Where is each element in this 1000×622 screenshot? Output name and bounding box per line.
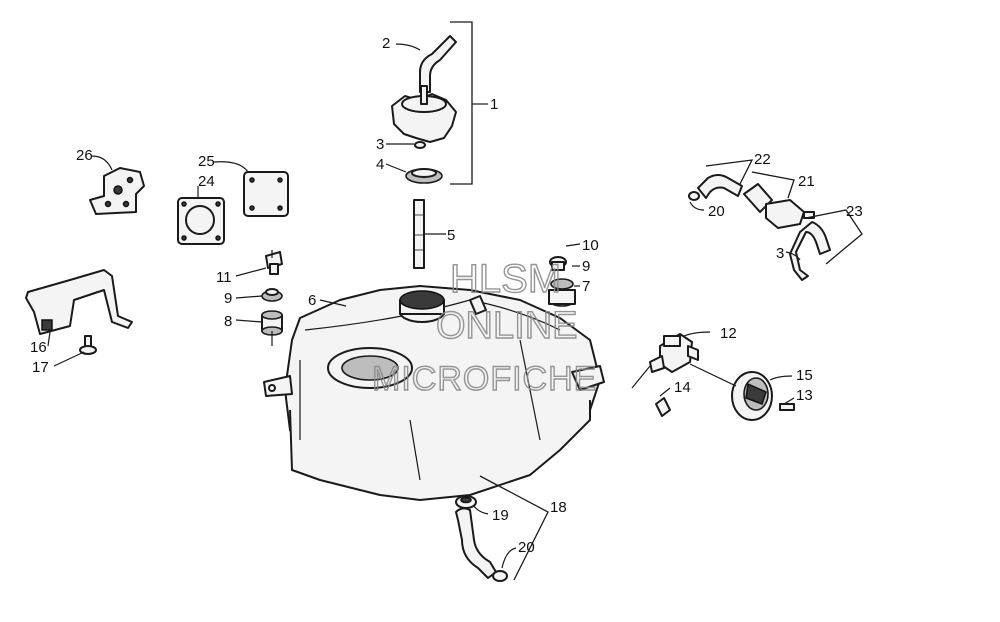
fuel-filter-part xyxy=(743,183,815,229)
hose-lower-part xyxy=(789,221,831,281)
grommet-left-part xyxy=(261,251,283,336)
callout-20-upper: 20 xyxy=(708,203,725,220)
callout-6: 6 xyxy=(308,292,316,309)
callout-12: 12 xyxy=(720,325,737,342)
callout-22: 22 xyxy=(754,151,771,168)
knob-screw-part xyxy=(779,403,795,411)
callout-9-left: 9 xyxy=(224,290,232,307)
callout-25: 25 xyxy=(198,153,215,170)
callout-26: 26 xyxy=(76,147,93,164)
callout-19: 19 xyxy=(492,507,509,524)
watermark-line-1: HLSM xyxy=(450,257,561,301)
watermark-line-2: ONLINE xyxy=(436,305,577,347)
gasket-square-part xyxy=(177,197,225,245)
watermark: HLSM ONLINE MICROFICHE xyxy=(371,256,597,398)
callout-1: 1 xyxy=(490,96,498,113)
o-ring-part xyxy=(414,141,426,149)
callout-21: 21 xyxy=(798,173,815,190)
callout-3-right: 3 xyxy=(776,245,784,262)
callout-10: 10 xyxy=(582,237,599,254)
callout-3: 3 xyxy=(376,136,384,153)
bracket-plate-part xyxy=(89,167,145,215)
valve-screw-part xyxy=(655,397,671,417)
fuel-cap-part xyxy=(391,85,457,143)
clamp-upper-part xyxy=(688,191,700,201)
callout-16: 16 xyxy=(30,339,47,356)
hose-upper-part xyxy=(697,174,743,199)
filler-tube-part xyxy=(413,199,425,269)
clamp-lower-part xyxy=(492,570,508,582)
callout-15: 15 xyxy=(796,367,813,384)
callout-11: 11 xyxy=(216,269,232,286)
callout-8: 8 xyxy=(224,313,232,330)
callout-13: 13 xyxy=(796,387,813,404)
cap-gasket-part xyxy=(405,168,443,184)
callout-9-right: 9 xyxy=(582,258,590,275)
callout-23: 23 xyxy=(846,203,863,220)
fuel-valve-part xyxy=(649,333,699,373)
callout-18: 18 xyxy=(550,499,567,516)
callout-5: 5 xyxy=(447,227,455,244)
callout-14: 14 xyxy=(674,379,691,396)
fuel-hose-part xyxy=(455,507,497,579)
leader-lines xyxy=(47,21,863,581)
callout-4: 4 xyxy=(376,156,384,173)
support-bracket-part xyxy=(25,269,133,335)
watermark-line-3: MICROFICHE xyxy=(372,360,597,398)
cover-plate-part xyxy=(243,171,289,217)
fuel-tank-part xyxy=(263,285,605,501)
callout-24: 24 xyxy=(198,173,215,190)
callout-2: 2 xyxy=(382,35,390,52)
screw-part xyxy=(79,335,97,355)
vent-hose-part xyxy=(419,35,457,93)
callout-labels: 1 2 3 4 5 6 10 9 7 11 9 8 12 15 13 14 16… xyxy=(30,35,863,556)
callout-17: 17 xyxy=(32,359,49,376)
callout-20-lower: 20 xyxy=(518,539,535,556)
callout-7: 7 xyxy=(582,278,590,295)
hose-clamp-part xyxy=(455,495,477,509)
grommet-right-part xyxy=(548,256,576,307)
valve-knob-part xyxy=(731,371,773,421)
